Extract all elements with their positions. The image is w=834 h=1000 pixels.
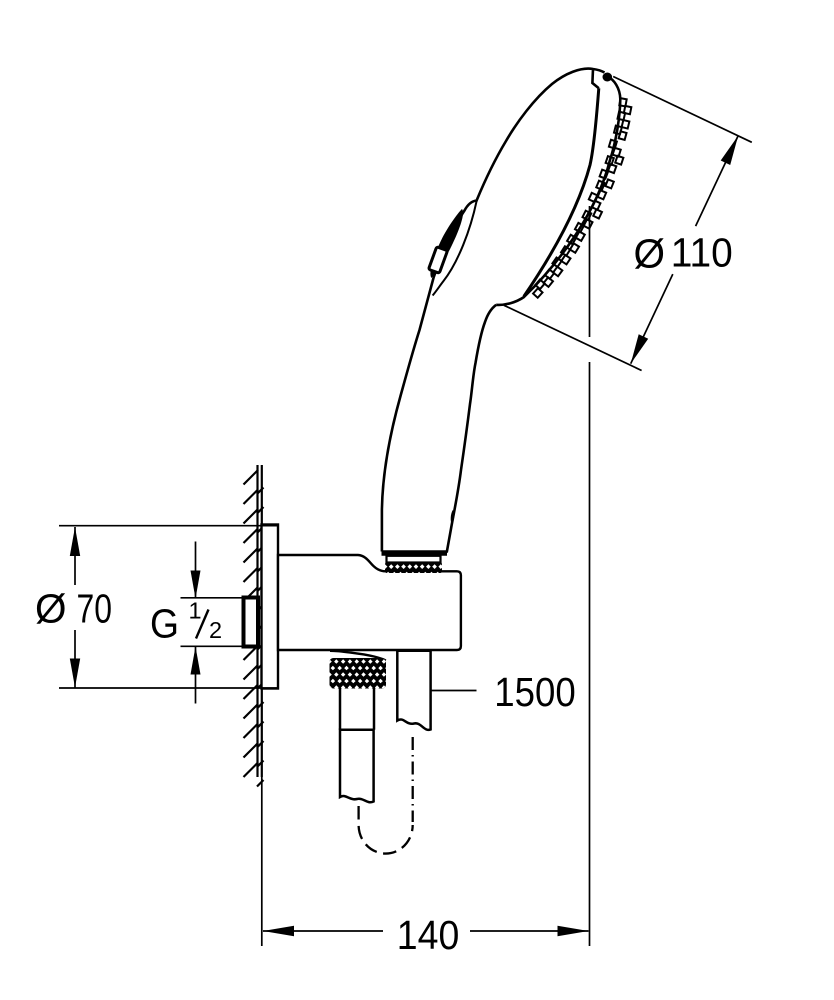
svg-text:2: 2	[209, 617, 222, 643]
svg-text:G: G	[150, 601, 179, 647]
svg-text:110: 110	[671, 230, 733, 276]
svg-text:70: 70	[77, 586, 113, 632]
svg-text:1: 1	[189, 598, 202, 624]
svg-text:140: 140	[397, 912, 460, 958]
svg-text:1500: 1500	[494, 669, 576, 715]
svg-text:Ø: Ø	[634, 230, 666, 276]
svg-text:Ø: Ø	[35, 586, 67, 632]
